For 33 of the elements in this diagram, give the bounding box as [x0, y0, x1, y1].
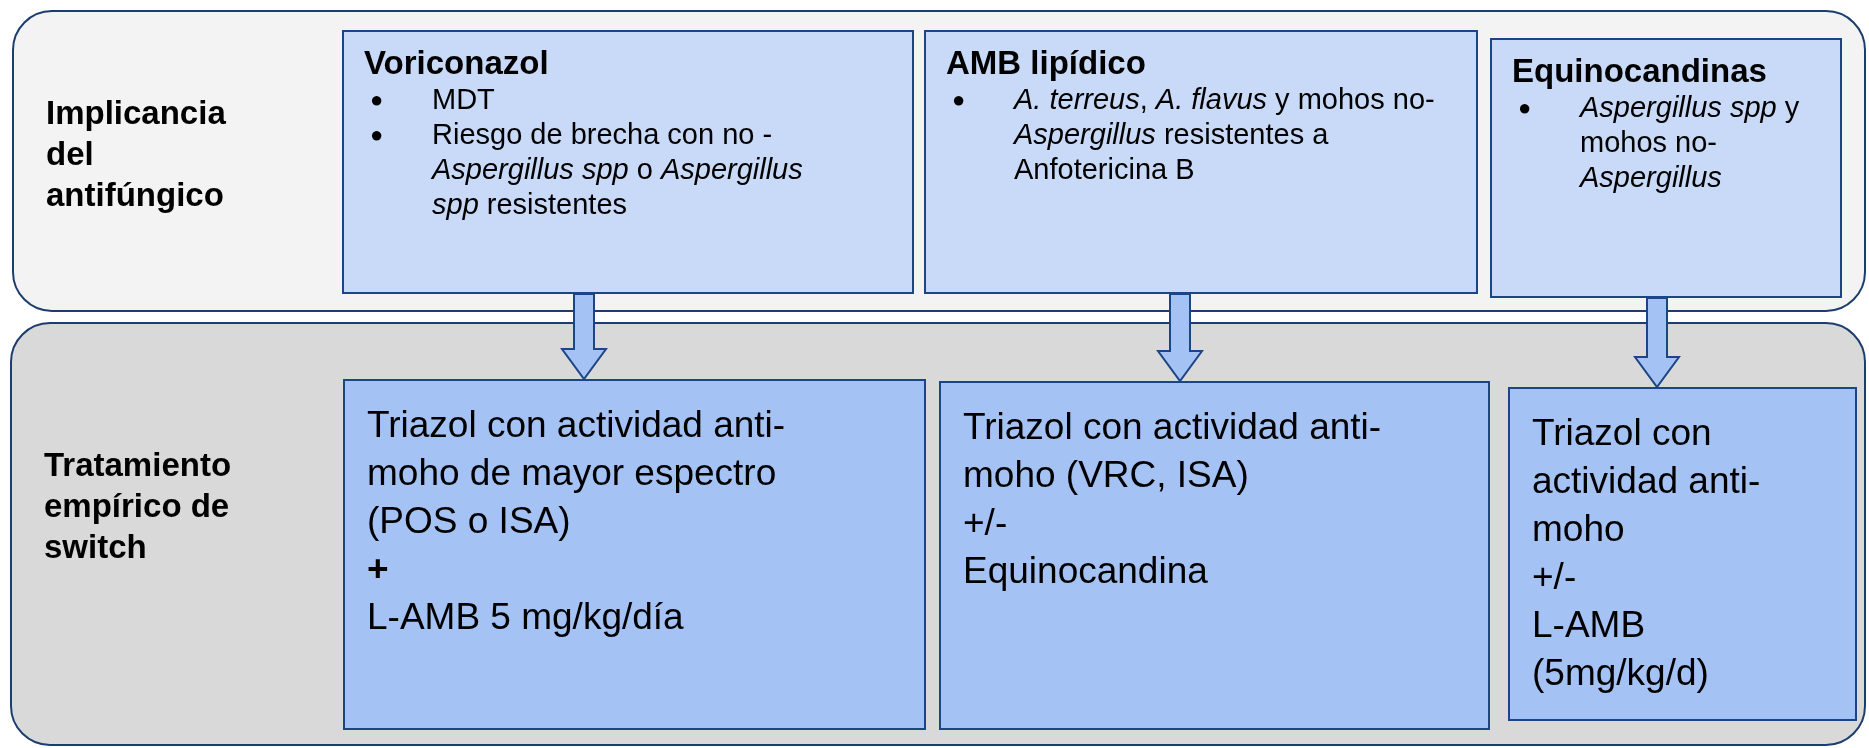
drug-heading: Equinocandinas — [1512, 52, 1768, 90]
treatment-text: Triazol con actividad anti-moho (VRC, ISA) — [963, 405, 1383, 497]
drug-heading: Voriconazol — [364, 44, 550, 82]
treatment-text: Equinocandina — [963, 549, 1209, 593]
treatment-box — [343, 379, 926, 730]
bullet: ● — [369, 121, 385, 149]
row-panel — [12, 10, 1866, 312]
row-label: Tratamiento empírico de switch — [44, 445, 233, 567]
antifungal-box — [924, 30, 1478, 294]
treatment-text: +/- — [963, 501, 1009, 545]
bullet-text: A. terreus, A. flavus y mohos no-Aspergillus resistentes a Anfotericina B — [1014, 82, 1436, 187]
treatment-box — [1508, 387, 1857, 721]
bullet-text: MDT — [432, 82, 495, 117]
treatment-text: + — [367, 547, 390, 591]
treatment-box — [939, 381, 1490, 730]
block-arrow — [1633, 297, 1681, 389]
antifungal-box — [1490, 38, 1842, 298]
row-panel — [10, 322, 1866, 746]
treatment-text: Triazol con actividad anti-moho de mayor espectro (POS o ISA) — [367, 403, 787, 543]
drug-heading: AMB lipídico — [946, 44, 1147, 82]
bullet-text: Aspergillus spp y mohos no-Aspergillus — [1580, 90, 1801, 195]
bullet: ● — [369, 86, 385, 114]
row-label: Implicancia del antifúngico — [46, 93, 227, 215]
treatment-text: L-AMB 5 mg/kg/día — [367, 595, 685, 639]
bullet-text: Riesgo de brecha con no - Aspergillus spp o Aspergillus spp resistentes — [432, 117, 804, 222]
treatment-text: +/- — [1532, 555, 1578, 599]
treatment-text: Triazol con actividad anti-moho — [1532, 411, 1762, 551]
block-arrow — [1156, 293, 1204, 383]
bullet: ● — [1517, 94, 1533, 122]
bullet: ● — [951, 86, 967, 114]
block-arrow — [560, 293, 608, 381]
antifungal-box — [342, 30, 914, 294]
treatment-text: L-AMB (5mg/kg/d) — [1532, 603, 1710, 695]
